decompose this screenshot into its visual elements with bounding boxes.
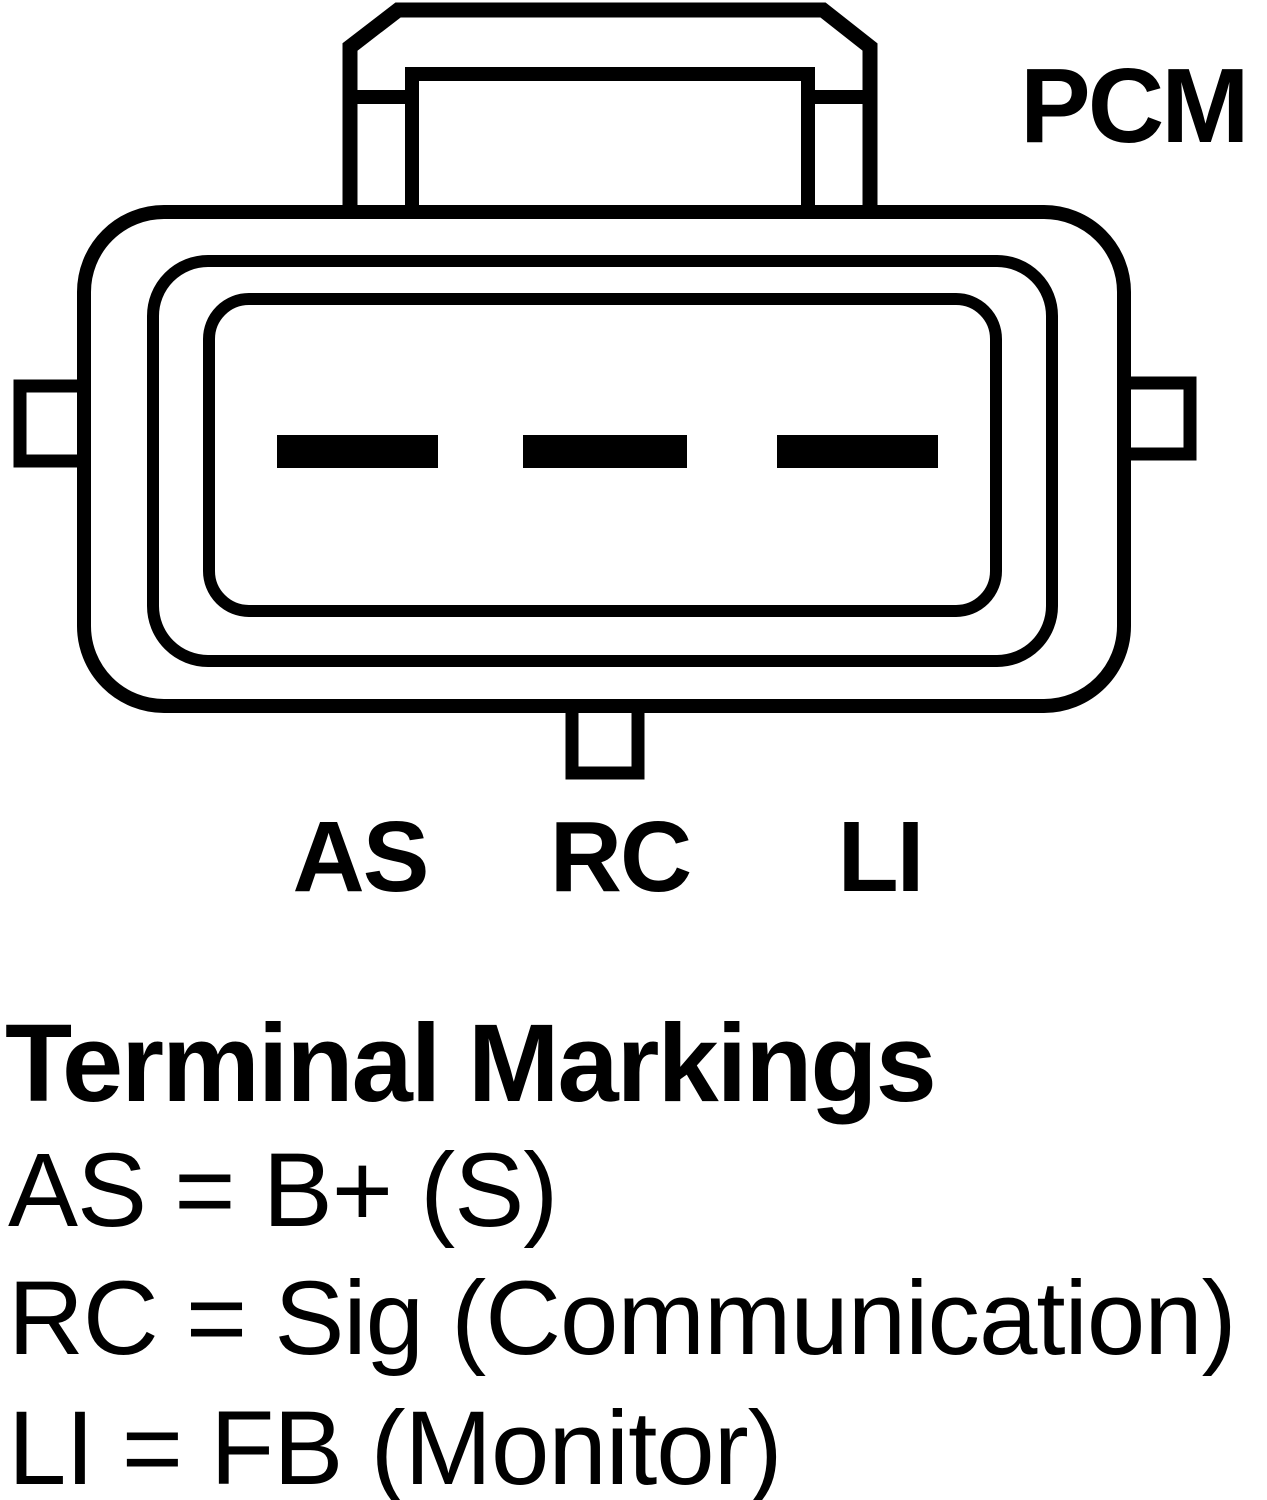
pcm-label: PCM [1020,47,1250,165]
legend-entry-as: AS = B+ (S) [8,1132,558,1249]
top-latch-inner-outline [405,67,815,219]
legend-entry-li: LI = FB (Monitor) [8,1390,783,1500]
legend-title: Terminal Markings [5,1002,937,1125]
bottom-key-tab [565,699,645,780]
pin-label-rc: RC [549,801,692,913]
legend-entry-rc: RC = Sig (Communication) [8,1260,1237,1377]
right-key-tab [1117,376,1197,461]
left-key-tab [13,379,91,468]
pin-label-as: AS [292,801,430,913]
pin-label-li: LI [837,801,925,913]
pin-slot-as [277,435,438,468]
pin-slot-li [777,435,938,468]
pin-slot-rc [523,435,687,468]
